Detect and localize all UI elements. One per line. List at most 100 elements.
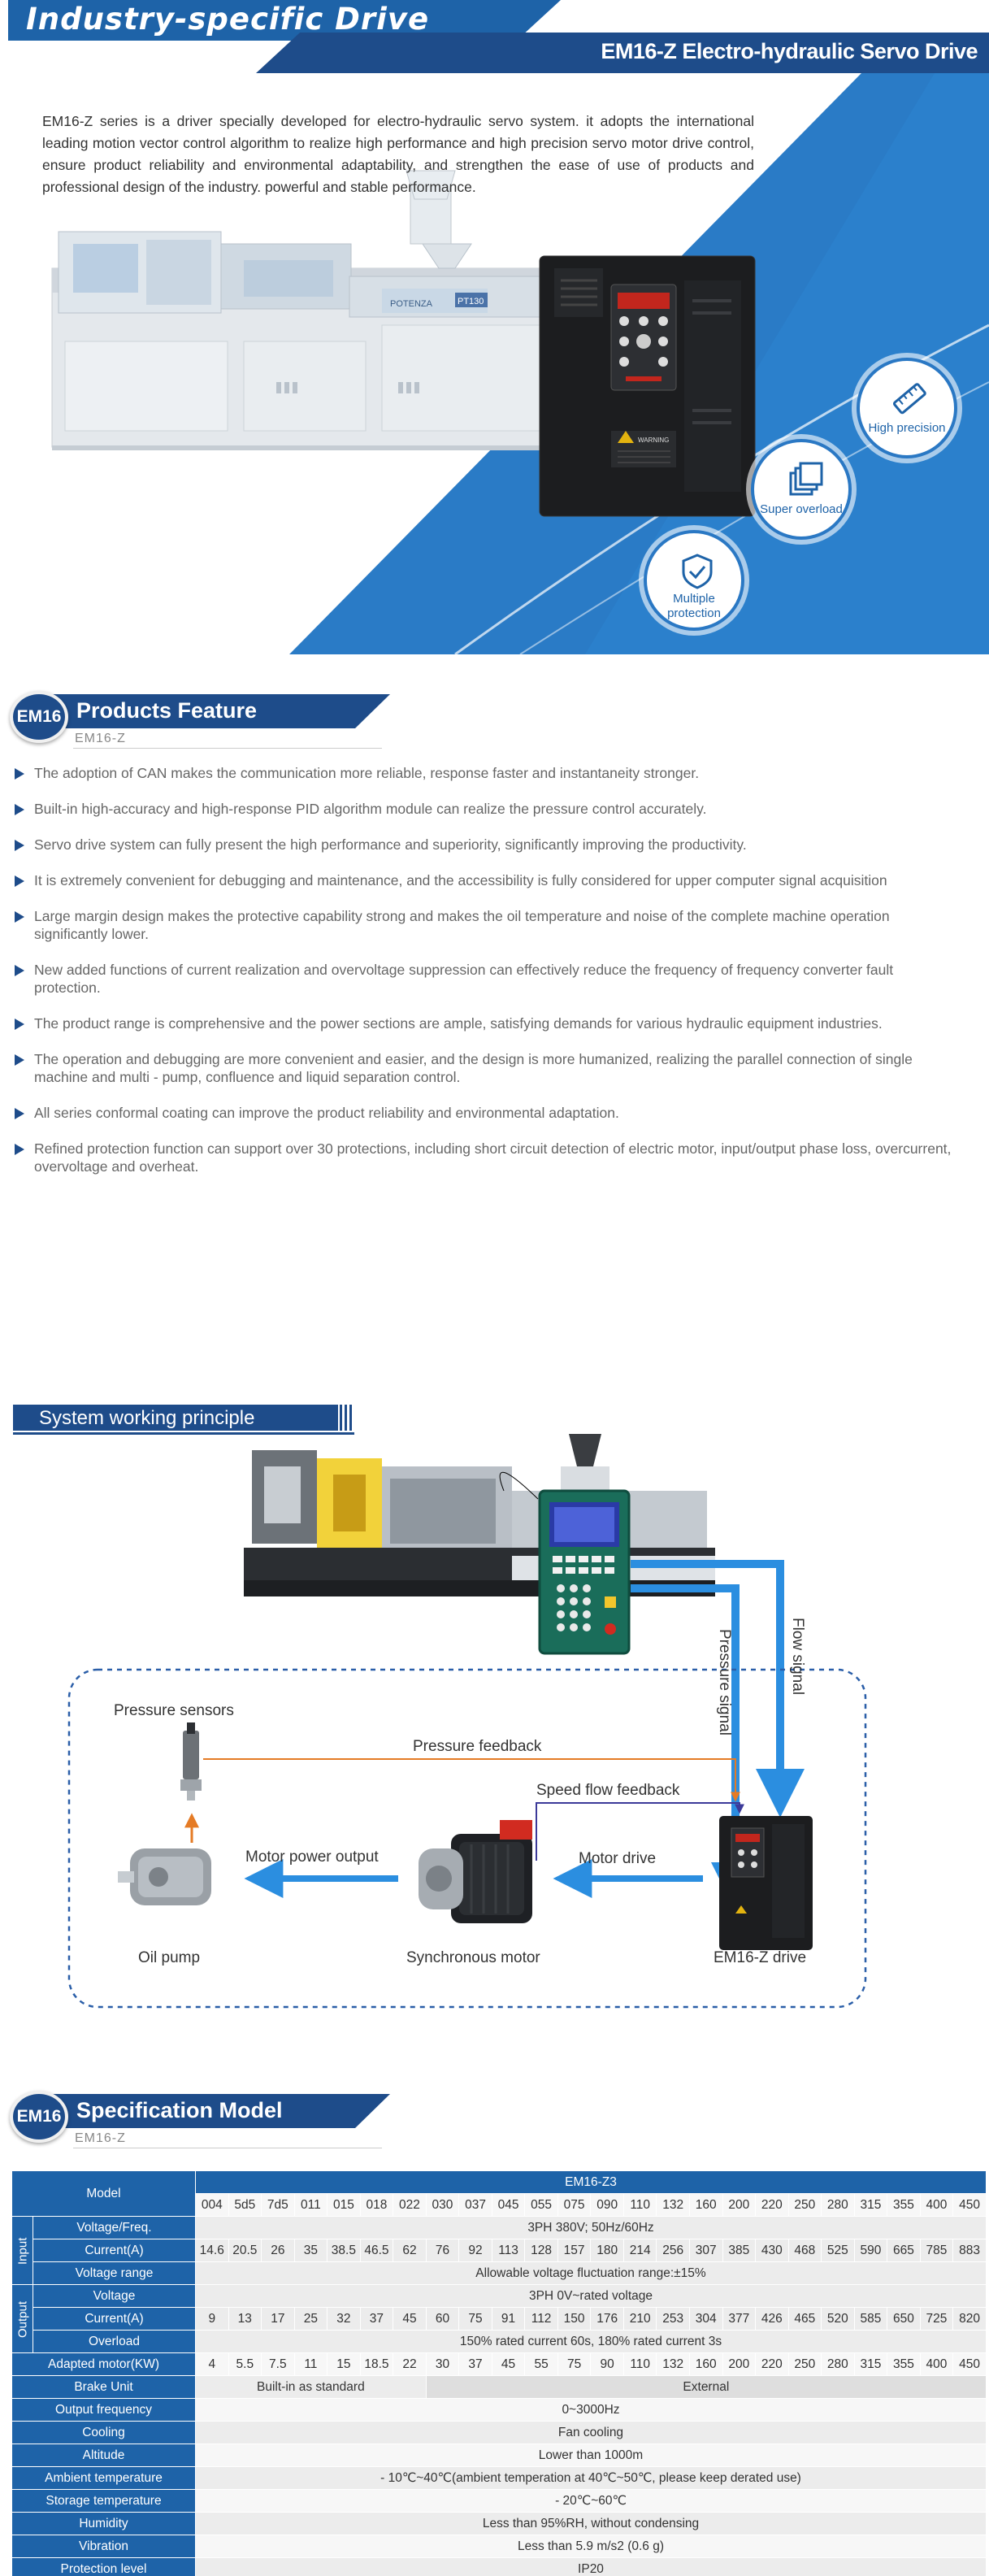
oil-pump-illustration bbox=[118, 1848, 211, 1905]
spec-row-label: Cooling bbox=[11, 2421, 196, 2444]
spec-cell: 110 bbox=[622, 2193, 657, 2217]
spec-cell: 468 bbox=[787, 2239, 822, 2262]
spec-cell: 14.6 bbox=[195, 2239, 229, 2262]
em16z-drive-illustration bbox=[719, 1816, 813, 1950]
spec-cell: 25 bbox=[293, 2307, 328, 2331]
spec-cell: 785 bbox=[919, 2239, 954, 2262]
spec-row-overload: Overload 150% rated current 60s, 180% ra… bbox=[12, 2330, 987, 2353]
spec-row-label: Humidity bbox=[11, 2512, 196, 2535]
spec-cell: 75 bbox=[557, 2352, 592, 2376]
spec-row-value: Less than 5.9 m/s2 (0.6 g) bbox=[195, 2535, 987, 2558]
spec-cell: 30 bbox=[425, 2352, 460, 2376]
label-synchronous-motor: Synchronous motor bbox=[406, 1949, 540, 1966]
spec-row-label: Storage temperature bbox=[11, 2489, 196, 2513]
hero-background: POTENZA PT130 bbox=[0, 0, 989, 654]
spec-cell: 037 bbox=[458, 2193, 492, 2217]
spec-cell: 030 bbox=[425, 2193, 460, 2217]
divider bbox=[13, 1432, 354, 1435]
spec-cell: 011 bbox=[293, 2193, 328, 2217]
badge-high-precision: High precision bbox=[857, 358, 957, 458]
spec-cell: 160 bbox=[688, 2352, 723, 2376]
svg-text:POTENZA: POTENZA bbox=[390, 299, 433, 309]
label-oil-pump: Oil pump bbox=[138, 1949, 201, 1966]
spec-cell: 180 bbox=[590, 2239, 624, 2262]
spec-cell: 450 bbox=[952, 2193, 987, 2217]
spec-cell: 112 bbox=[524, 2307, 558, 2331]
spec-row-label: Output frequency bbox=[11, 2398, 196, 2422]
spec-cell: 7.5 bbox=[261, 2352, 295, 2376]
spec-cell: 92 bbox=[458, 2239, 492, 2262]
drive-unit-illustration: WARNING bbox=[539, 255, 756, 517]
spec-row-value: Fan cooling bbox=[195, 2421, 987, 2444]
injection-machine-illustration bbox=[244, 1434, 715, 1596]
feature-item: The adoption of CAN makes the communicat… bbox=[15, 764, 965, 782]
spec-cell: 132 bbox=[656, 2352, 690, 2376]
spec-cell: 110 bbox=[622, 2352, 657, 2376]
spec-row-value: - 20℃~60℃ bbox=[195, 2489, 987, 2513]
spec-cell: 250 bbox=[787, 2193, 822, 2217]
spec-cell: 220 bbox=[755, 2193, 789, 2217]
spec-cell: 157 bbox=[557, 2239, 592, 2262]
system-diagram: Pressure sensors Pressure feedback Speed… bbox=[0, 1434, 989, 2027]
label-em16z-drive: EM16-Z drive bbox=[714, 1949, 807, 1966]
spec-input-group-label: Input bbox=[11, 2216, 33, 2285]
spec-cell: 004 bbox=[195, 2193, 229, 2217]
spec-row-value: 3PH 0V~rated voltage bbox=[195, 2284, 987, 2308]
spec-row-brake-unit: Brake Unit Built-in as standard External bbox=[11, 2375, 987, 2399]
spec-cell: 280 bbox=[821, 2193, 855, 2217]
label-pressure-signal: Pressure signal bbox=[716, 1629, 733, 1735]
spec-cell: 200 bbox=[722, 2352, 757, 2376]
badge-label: High precision bbox=[868, 421, 946, 435]
spec-row-label: Brake Unit bbox=[11, 2375, 196, 2399]
spec-cell: 4 bbox=[195, 2352, 229, 2376]
spec-cell: 32 bbox=[327, 2307, 361, 2331]
spec-cell: 62 bbox=[393, 2239, 427, 2262]
divider bbox=[73, 748, 382, 749]
feature-item: Refined protection function can support … bbox=[15, 1140, 957, 1175]
spec-cell: 17 bbox=[261, 2307, 295, 2331]
spec-cell: 585 bbox=[853, 2307, 888, 2331]
feature-item: Built-in high-accuracy and high-response… bbox=[15, 800, 965, 818]
spec-cell: 150 bbox=[557, 2307, 592, 2331]
system-diagram-graphics bbox=[67, 1434, 867, 2009]
spec-cell: 304 bbox=[688, 2307, 723, 2331]
spec-cell: 9 bbox=[195, 2307, 229, 2331]
layers-icon bbox=[789, 462, 823, 496]
spec-row-cooling: Cooling Fan cooling bbox=[11, 2421, 987, 2444]
spec-cell: 355 bbox=[887, 2352, 921, 2376]
spec-cell: 022 bbox=[393, 2193, 427, 2217]
spec-cell: 820 bbox=[952, 2307, 987, 2331]
spec-cell: 128 bbox=[524, 2239, 558, 2262]
spec-row-output-voltage: Output Voltage 3PH 0V~rated voltage bbox=[11, 2284, 987, 2353]
spec-row-label: Adapted motor(KW) bbox=[11, 2352, 196, 2376]
spec-cell: 11 bbox=[293, 2352, 328, 2376]
spec-cell: 450 bbox=[952, 2352, 987, 2376]
spec-cell: 045 bbox=[491, 2193, 526, 2217]
spec-cell: 075 bbox=[557, 2193, 592, 2217]
spec-cell: 18.5 bbox=[359, 2352, 394, 2376]
spec-cell: 22 bbox=[393, 2352, 427, 2376]
spec-row-label: Voltage range bbox=[33, 2261, 196, 2285]
spec-cell: 315 bbox=[853, 2193, 888, 2217]
spec-row-label: Current(A) bbox=[33, 2239, 196, 2262]
spec-series: EM16-Z3 bbox=[195, 2170, 987, 2194]
spec-cell: 355 bbox=[887, 2193, 921, 2217]
spec-cell: 214 bbox=[622, 2239, 657, 2262]
badge-label: Super overload bbox=[760, 502, 843, 516]
features-title: Products Feature bbox=[76, 698, 258, 723]
hero-banner: POTENZA PT130 bbox=[0, 0, 989, 654]
spec-cell: 5d5 bbox=[228, 2193, 262, 2217]
spec-cell: 200 bbox=[722, 2193, 757, 2217]
feature-item: Large margin design makes the protective… bbox=[15, 907, 949, 943]
spec-row-ambient-temperature: Ambient temperature - 10℃~40℃(ambient te… bbox=[11, 2466, 987, 2490]
label-flow-signal: Flow signal bbox=[789, 1618, 806, 1696]
features-header: Products Feature EM16 EM16-Z bbox=[10, 691, 390, 753]
features-title-bar: Products Feature bbox=[41, 694, 390, 728]
spec-title-bar: Specification Model bbox=[41, 2094, 390, 2128]
spec-cell: 400 bbox=[919, 2193, 954, 2217]
spec-row-value: 3PH 380V; 50Hz/60Hz bbox=[195, 2216, 987, 2239]
badge-super-overload: Super overload bbox=[751, 439, 852, 540]
spec-row-label: Voltage/Freq. bbox=[33, 2216, 196, 2239]
spec-cell: 280 bbox=[821, 2352, 855, 2376]
